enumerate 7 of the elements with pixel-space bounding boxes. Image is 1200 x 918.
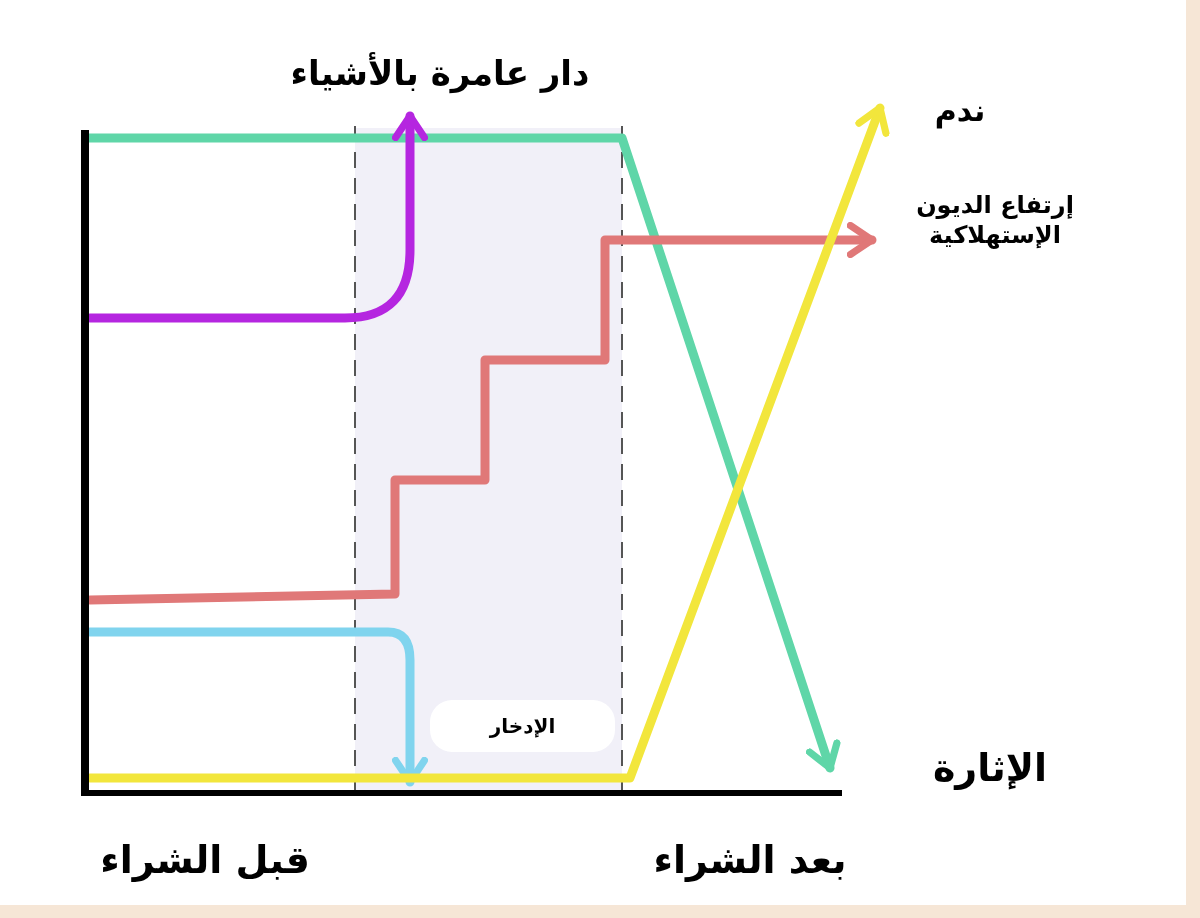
chart-label: ندم bbox=[933, 92, 987, 131]
chart-label: بعد الشراء bbox=[652, 837, 848, 884]
chart-label: إرتفاع الديون الإستهلاكية bbox=[915, 190, 1075, 250]
label-pill: الإدخار bbox=[430, 700, 615, 752]
chart-label: الإثارة bbox=[931, 745, 1049, 792]
chart-label: دار عامرة بالأشياء bbox=[289, 51, 591, 96]
chart-label: قبل الشراء bbox=[99, 837, 311, 884]
